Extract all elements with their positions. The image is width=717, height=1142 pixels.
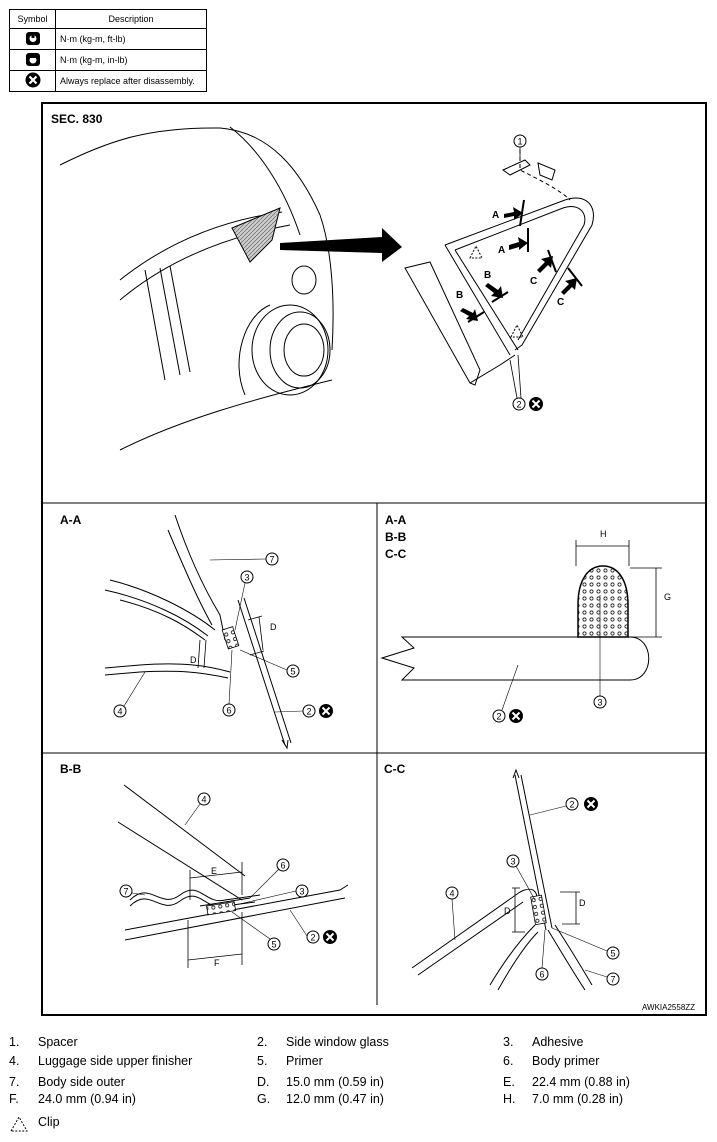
svg-text:5: 5 — [610, 949, 615, 959]
svg-text:2: 2 — [569, 800, 574, 810]
svg-text:5: 5 — [290, 667, 295, 677]
clip-icon — [9, 1115, 29, 1136]
torque-wrench-icon — [9, 28, 56, 50]
svg-text:6: 6 — [280, 861, 285, 871]
section-label: SEC. 830 — [51, 112, 103, 126]
pointer-arrow — [280, 228, 402, 262]
installation-diagram: SEC. 830 AWKIA2558ZZ A A — [41, 102, 707, 1016]
svg-text:D: D — [504, 906, 511, 916]
svg-text:D: D — [190, 655, 197, 665]
section-letter: C — [530, 276, 537, 287]
svg-text:2: 2 — [496, 712, 501, 722]
svg-text:H: H — [600, 529, 607, 539]
svg-text:2: 2 — [516, 400, 521, 410]
svg-text:6: 6 — [539, 970, 544, 980]
svg-text:G: G — [664, 592, 671, 602]
symbol-description: Always replace after disassembly. — [55, 70, 207, 92]
callouts-aa: 7 3 5 6 4 2 — [113, 552, 334, 719]
panel-label-aa-right: A-A — [385, 513, 407, 527]
svg-text:7: 7 — [123, 887, 128, 897]
section-letter: A — [492, 210, 499, 221]
section-bb-drawing — [117, 784, 349, 941]
callout-1: 1 — [513, 134, 527, 160]
symbol-table: Symbol Description N·m (kg-m, ft-lb) N·m… — [9, 9, 207, 92]
section-letter: B — [456, 290, 463, 301]
panel-label-cc: C-C — [384, 762, 406, 776]
svg-text:F: F — [214, 958, 220, 968]
svg-text:4: 4 — [201, 795, 206, 805]
callouts-cc: 2 3 4 5 6 7 — [445, 796, 620, 986]
quarter-window-highlight — [231, 207, 281, 263]
section-letter: A — [498, 245, 505, 256]
replace-icon — [9, 70, 56, 92]
svg-text:6: 6 — [226, 706, 231, 716]
svg-text:2: 2 — [306, 707, 311, 717]
svg-text:5: 5 — [271, 940, 276, 950]
svg-text:7: 7 — [269, 555, 274, 565]
panel-label-cc-right: C-C — [385, 547, 407, 561]
svg-text:D: D — [579, 898, 586, 908]
svg-text:D: D — [270, 622, 277, 632]
quarter-window-glass — [404, 150, 594, 386]
section-aa-drawing — [104, 514, 292, 750]
section-letter: C — [557, 297, 564, 308]
callout-2: 2 — [509, 354, 544, 412]
svg-text:E: E — [211, 866, 217, 876]
svg-text:3: 3 — [244, 573, 249, 583]
section-markers: A A B B C C — [456, 199, 583, 323]
panel-label-bb-right: B-B — [385, 530, 407, 544]
figure-code: AWKIA2558ZZ — [642, 1003, 695, 1012]
svg-text:4: 4 — [449, 889, 454, 899]
figure-frame — [41, 102, 707, 1016]
panel-label-aa: A-A — [60, 513, 82, 527]
svg-text:4: 4 — [117, 707, 122, 717]
section-cc-drawing — [411, 768, 593, 991]
callouts-bb: 4 6 3 7 5 2 — [119, 792, 338, 951]
vehicle-rear-view — [59, 126, 334, 451]
svg-text:3: 3 — [597, 698, 602, 708]
svg-text:7: 7 — [610, 975, 615, 985]
adhesive-bead-drawing: H G 3 2 — [380, 529, 671, 724]
section-letter: B — [484, 270, 491, 281]
svg-text:3: 3 — [299, 887, 304, 897]
svg-text:1: 1 — [517, 137, 522, 147]
svg-text:3: 3 — [510, 857, 515, 867]
svg-text:2: 2 — [310, 933, 315, 943]
panel-label-bb: B-B — [60, 762, 82, 776]
